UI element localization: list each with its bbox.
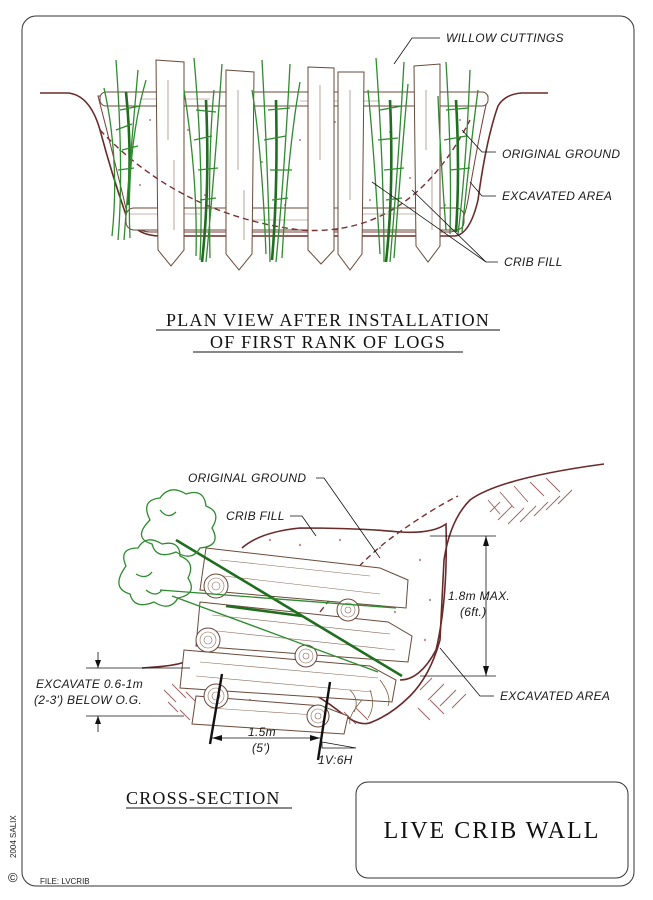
label-excavate-line1: EXCAVATE 0.6-1m <box>36 677 143 691</box>
title-block-frame <box>355 781 629 879</box>
willow-cluster-3 <box>251 59 301 263</box>
excavate-depth-dimension: EXCAVATE 0.6-1m (2-3') BELOW O.G. <box>34 652 190 732</box>
willow-cluster-5 <box>437 61 479 235</box>
width-dimension: 1.5m (5') <box>208 673 332 761</box>
plan-view-heading-line1: PLAN VIEW AFTER INSTALLATION <box>166 310 490 330</box>
plan-view: WILLOW CUTTINGS ORIGINAL GROUND EXCAVATE… <box>40 31 620 353</box>
plan-view-heading-line2: OF FIRST RANK OF LOGS <box>210 332 446 352</box>
leader-crib-fill-b <box>411 189 487 263</box>
height-dimension: 1.8m MAX. (6ft.) <box>420 535 510 677</box>
cross-section-heading: CROSS-SECTION <box>126 788 281 808</box>
copyright-text: 2004 SALIX <box>9 815 18 858</box>
sheet-border <box>21 15 635 887</box>
label-willow-cuttings: WILLOW CUTTINGS <box>446 31 564 45</box>
file-label: FILE: LVCRIB <box>40 877 90 886</box>
leader-section-crib-fill <box>290 515 317 537</box>
plan-pile-4 <box>337 71 365 271</box>
label-excavated-area-plan: EXCAVATED AREA <box>502 189 612 203</box>
title-block: LIVE CRIB WALL <box>355 781 629 879</box>
label-height-line2: (6ft.) <box>460 605 486 619</box>
label-excavated-area-section: EXCAVATED AREA <box>500 689 610 703</box>
slope-indicator: 1V:6H <box>318 741 357 767</box>
copyright-symbol: © <box>8 870 18 885</box>
willow-cluster-1 <box>103 59 147 241</box>
plan-vertical-logs <box>155 59 441 271</box>
log-end-2 <box>336 598 360 622</box>
plan-pile-3 <box>307 66 335 265</box>
leader-section-excavated-area <box>439 647 494 697</box>
section-logs <box>179 547 413 735</box>
section-willow-branches <box>159 538 403 678</box>
willow-cluster-2 <box>183 57 223 263</box>
footer: © 2004 SALIX FILE: LVCRIB <box>8 815 90 886</box>
plan-original-ground-dashed <box>99 119 471 232</box>
section-log-1 <box>199 547 409 609</box>
leader-original-ground <box>461 129 496 153</box>
leader-section-original-ground <box>316 477 381 559</box>
plan-pile-1 <box>155 59 185 267</box>
label-width-line1: 1.5m <box>248 725 276 739</box>
section-foliage <box>118 489 217 607</box>
log-end-1 <box>203 573 229 599</box>
label-slope: 1V:6H <box>318 753 353 767</box>
label-original-ground-plan: ORIGINAL GROUND <box>502 147 620 161</box>
section-roots <box>349 679 390 725</box>
leader-excavated-area <box>469 181 496 197</box>
label-crib-fill-plan: CRIB FILL <box>504 255 563 269</box>
label-crib-fill-section: CRIB FILL <box>226 509 285 523</box>
section-log-4 <box>191 695 349 735</box>
label-excavate-line2: (2-3') BELOW O.G. <box>34 693 142 707</box>
label-height-line1: 1.8m MAX. <box>448 589 510 603</box>
label-width-line2: (5') <box>252 741 270 755</box>
leader-willow-cuttings <box>393 37 440 65</box>
plan-pile-5 <box>413 63 441 263</box>
plan-willow-cuttings <box>103 57 479 263</box>
willow-cluster-4 <box>367 57 409 263</box>
label-original-ground-section: ORIGINAL GROUND <box>188 471 306 485</box>
log-end-4 <box>294 644 318 668</box>
log-end-3 <box>195 627 221 653</box>
section-excavated-line <box>241 522 448 681</box>
drawing-title: LIVE CRIB WALL <box>384 818 601 844</box>
cross-section: 1.8m MAX. (6ft.) EXCAVATE 0.6-1m (2-3') … <box>34 463 610 809</box>
plan-pile-2 <box>225 69 255 271</box>
